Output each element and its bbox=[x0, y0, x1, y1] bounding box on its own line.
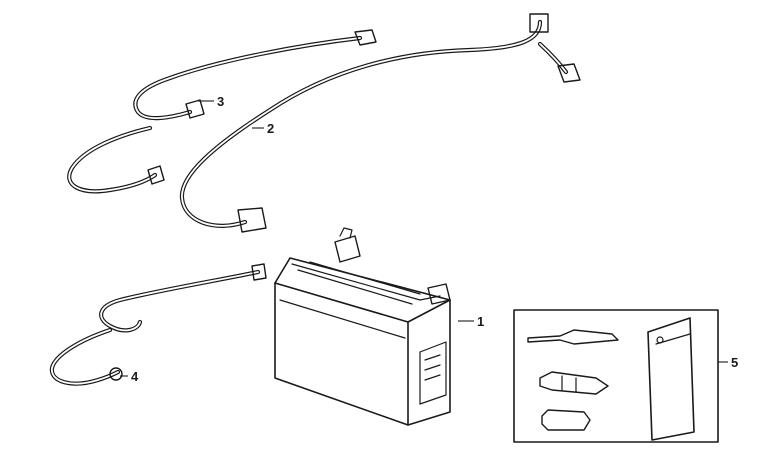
screwdriver-icon bbox=[527, 329, 619, 345]
terminal-3a bbox=[354, 29, 377, 46]
spark-plug-icon bbox=[541, 409, 591, 431]
cable-part-4 bbox=[49, 263, 267, 386]
callout-label-2: 2 bbox=[267, 121, 274, 136]
callout-label-1: 1 bbox=[477, 314, 484, 329]
tool-bag-icon bbox=[647, 317, 695, 441]
battery-terminal-left bbox=[334, 227, 361, 263]
callout-label-5: 5 bbox=[731, 355, 738, 370]
terminal-3b bbox=[185, 99, 205, 119]
callout-2: 2 bbox=[252, 121, 274, 136]
callout-1: 1 bbox=[458, 314, 484, 329]
cable-part-3 bbox=[67, 29, 377, 194]
bracket-2a bbox=[529, 13, 549, 33]
callout-label-3: 3 bbox=[217, 94, 224, 109]
toolkit-part-5 bbox=[513, 309, 719, 443]
callout-label-4: 4 bbox=[131, 369, 139, 384]
terminal-4b bbox=[109, 367, 123, 381]
callout-5: 5 bbox=[718, 355, 738, 370]
battery-part-1 bbox=[274, 227, 451, 426]
callout-3: 3 bbox=[198, 94, 224, 109]
terminal-3c bbox=[147, 165, 165, 185]
wrench-icon bbox=[539, 371, 609, 395]
terminal-2c bbox=[237, 207, 267, 233]
callout-4: 4 bbox=[120, 369, 139, 384]
cable-part-2 bbox=[179, 13, 581, 233]
terminal-2b bbox=[557, 63, 581, 83]
battery-terminal-right bbox=[427, 283, 451, 305]
terminal-4a bbox=[251, 263, 267, 281]
